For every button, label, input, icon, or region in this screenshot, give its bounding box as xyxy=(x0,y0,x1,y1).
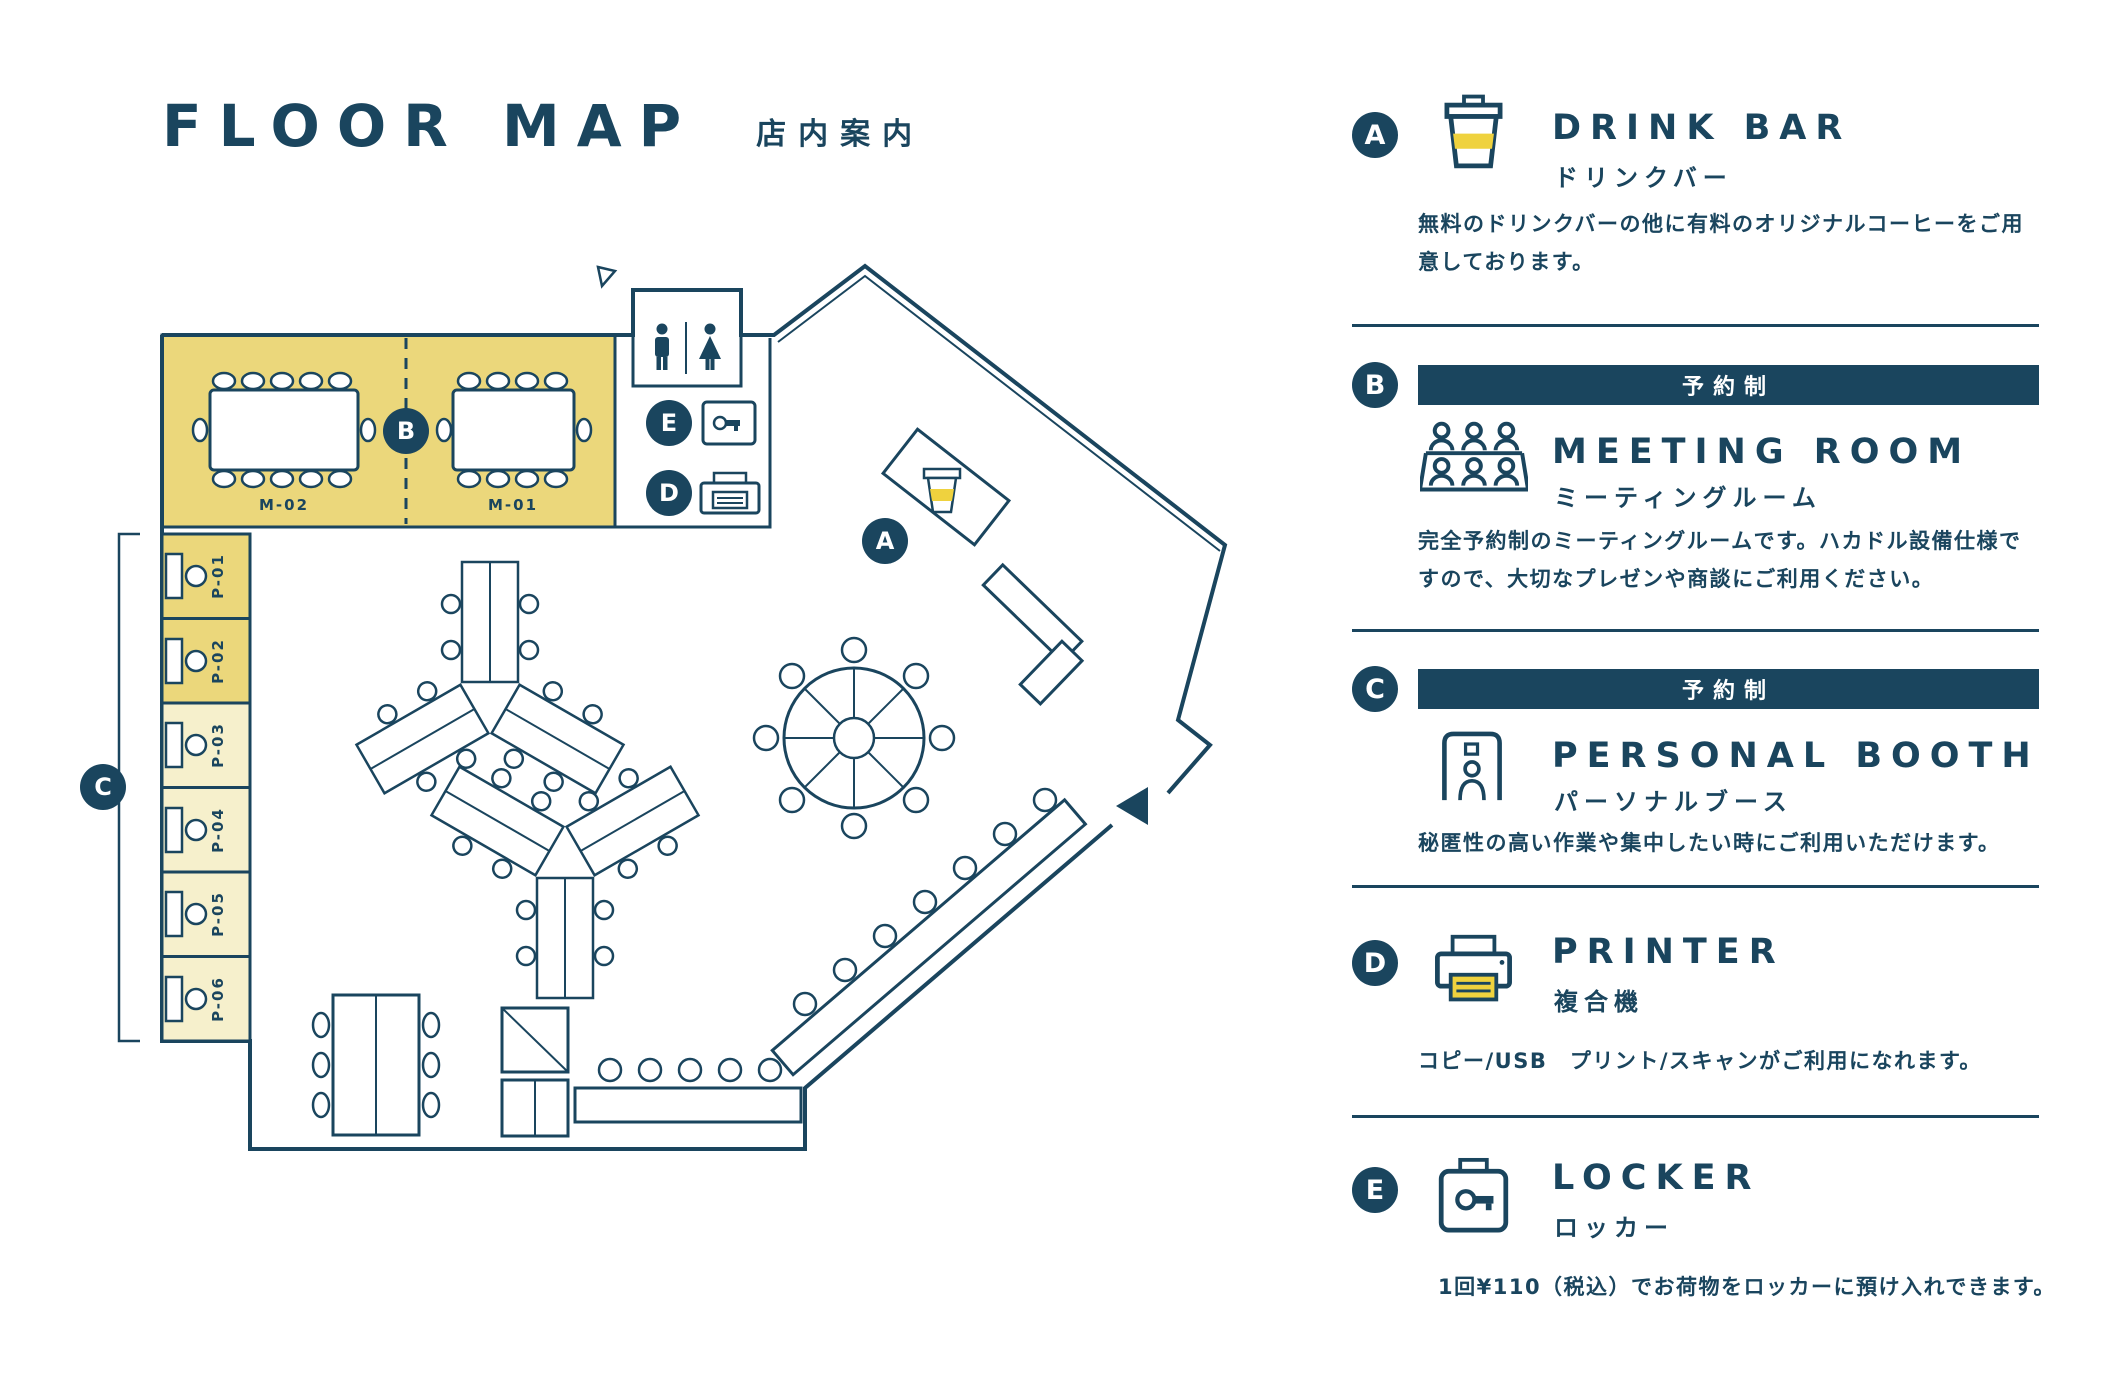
meeting-table-m02: M-02 xyxy=(191,371,377,514)
badge-a: A xyxy=(1352,112,1398,158)
floor-plan: M-02 M-01 B xyxy=(70,240,1250,1164)
svg-text:P-02: P-02 xyxy=(209,638,227,684)
badge-c: C xyxy=(1352,666,1398,712)
legend: A DRINK BAR ドリンクバー 無料のドリンクバーの他に有料のオリジナルコ… xyxy=(1352,0,2054,1381)
diagonal-counter xyxy=(770,787,1088,1077)
legend-description: コピー/USB プリント/スキャンがご利用になれます。 xyxy=(1418,1049,1982,1073)
legend-title: MEETING ROOM xyxy=(1552,432,1972,472)
desk-cluster-lower xyxy=(421,749,708,998)
svg-text:B: B xyxy=(397,417,415,445)
booth-p02: P-02 xyxy=(160,617,252,705)
legend-subtitle: ドリンクバー xyxy=(1554,164,1733,192)
booth-p03: P-03 xyxy=(160,701,252,789)
reserved-banner: 予約制 xyxy=(1418,365,2039,405)
booth-p06: P-06 xyxy=(160,955,252,1043)
room-label-m01: M-01 xyxy=(488,496,538,514)
badge-b: B xyxy=(1352,362,1398,408)
floor-plan-svg: M-02 M-01 B xyxy=(80,263,1228,1151)
meeting-room-icon xyxy=(1418,418,1530,510)
round-table xyxy=(752,636,956,840)
nook-walls xyxy=(615,338,772,529)
legend-title: PRINTER xyxy=(1552,932,1785,972)
meeting-table-m01: M-01 xyxy=(435,371,593,514)
divider xyxy=(1352,1115,2039,1118)
divider xyxy=(1352,324,2039,327)
badge-e-map: E xyxy=(661,409,677,437)
booth-p04: P-04 xyxy=(160,786,252,874)
reserved-banner: 予約制 xyxy=(1418,669,2039,709)
printer-icon xyxy=(1426,925,1521,1019)
entrance-arrow-icon xyxy=(1116,787,1148,825)
legend-title: DRINK BAR xyxy=(1552,108,1852,148)
legend-subtitle: パーソナルブース xyxy=(1554,788,1793,816)
legend-title: LOCKER xyxy=(1552,1158,1761,1198)
map-printer-icon xyxy=(699,471,761,515)
legend-subtitle: ミーティングルーム xyxy=(1554,484,1822,512)
map-drink-bar-cup-icon xyxy=(922,467,962,514)
svg-text:P-06: P-06 xyxy=(209,976,227,1022)
svg-text:P-01: P-01 xyxy=(209,553,227,599)
badge-e: E xyxy=(1352,1167,1398,1213)
divider xyxy=(1352,629,2039,632)
booth-p05: P-05 xyxy=(160,870,252,958)
svg-text:P-05: P-05 xyxy=(209,891,227,937)
legend-description: 1回¥110（税込）でお荷物をロッカーに預け入れできます。 xyxy=(1438,1275,2056,1299)
locker-icon xyxy=(1426,1148,1521,1247)
meeting-room: M-02 M-01 B xyxy=(160,333,617,529)
legend-subtitle: 複合機 xyxy=(1554,988,1644,1016)
header: FLOOR MAP 店内案内 xyxy=(162,92,924,160)
legend-description: 秘匿性の高い作業や集中したい時にご利用いただけます。 xyxy=(1418,831,2001,855)
badge-b-map: B xyxy=(383,408,429,454)
locker-spot: E xyxy=(646,400,757,446)
restroom-woman-icon xyxy=(699,323,721,370)
legend-title: PERSONAL BOOTH xyxy=(1552,736,2040,776)
room-label-m02: M-02 xyxy=(259,496,309,514)
stools xyxy=(597,1057,783,1083)
booth-p01: P-01 xyxy=(160,532,252,620)
chairs xyxy=(752,636,956,840)
restroom-entry-arrow-icon xyxy=(596,265,618,289)
stools xyxy=(792,787,1058,1017)
badge-c-map: C xyxy=(80,764,126,810)
chairs xyxy=(191,371,377,489)
legend-description: 無料のドリンクバーの他に有料のオリジナルコーヒーをご用意しております。 xyxy=(1418,212,2025,274)
divider xyxy=(1352,885,2039,888)
restroom-man-icon xyxy=(655,323,669,370)
badge-d-map: D xyxy=(659,479,679,507)
svg-text:C: C xyxy=(94,773,112,801)
bottom-counter xyxy=(573,1057,803,1124)
long-table xyxy=(311,993,441,1137)
badge-d: D xyxy=(1352,940,1398,986)
wall-inner-line xyxy=(777,274,1221,552)
personal-booth-icon xyxy=(1426,714,1518,813)
personal-booths: P-01 P-02 P-03 P- xyxy=(80,532,252,1043)
page-title: FLOOR MAP xyxy=(162,92,699,160)
svg-text:P-04: P-04 xyxy=(209,807,227,853)
drink-bar: A xyxy=(862,427,1012,564)
printer-spot: D xyxy=(646,470,761,516)
corner-counter xyxy=(981,562,1085,707)
map-locker-icon xyxy=(701,400,757,446)
legend-description: 完全予約制のミーティングルームです。ハカドル設備仕様ですので、大切なプレゼンや商… xyxy=(1418,529,2022,591)
page-subtitle: 店内案内 xyxy=(756,117,925,152)
chairs xyxy=(435,371,593,489)
legend-subtitle: ロッカー xyxy=(1554,1214,1674,1242)
badge-a-map: A xyxy=(876,527,895,555)
chairs xyxy=(311,1011,441,1119)
svg-text:P-03: P-03 xyxy=(209,722,227,768)
restroom xyxy=(596,265,743,388)
drink-bar-icon xyxy=(1426,88,1521,187)
cabinet xyxy=(500,1006,570,1138)
